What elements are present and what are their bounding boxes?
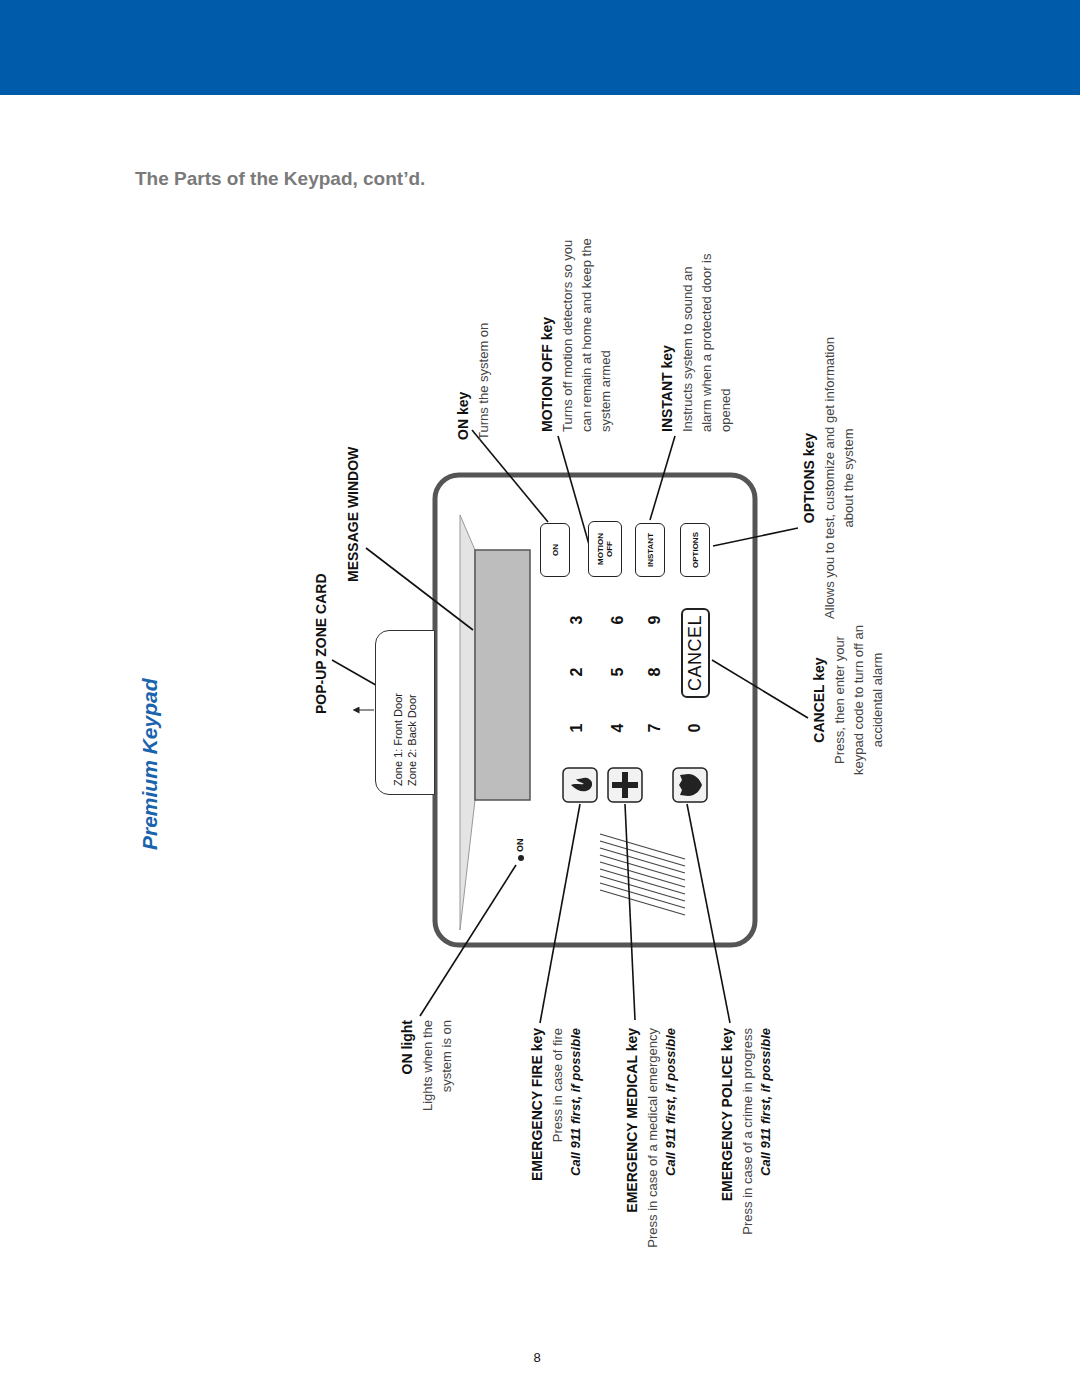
- grille-slot: [600, 862, 685, 887]
- pop-up-arrow: [356, 710, 374, 711]
- callout-description: Press in case of fire: [548, 1028, 567, 1288]
- grille-slot: [600, 869, 685, 894]
- key-number: 4: [609, 716, 627, 740]
- leader-line: [713, 528, 798, 546]
- function-key: ON: [540, 523, 570, 577]
- police-key: [673, 768, 707, 802]
- fire-key: [563, 768, 597, 802]
- key-text: Zone 1: Front Door: [391, 693, 405, 786]
- window-bevel: [460, 515, 475, 930]
- grille-slot: [600, 890, 685, 915]
- callout-note: Call 911 first, if possible: [757, 1028, 775, 1258]
- key-text: CANCEL: [685, 615, 706, 691]
- callout-label: MOTION OFF key: [538, 272, 556, 432]
- leader-line: [472, 430, 548, 522]
- callout-note: Call 911 first, if possible: [567, 1028, 585, 1258]
- callout-label: INSTANT key: [658, 302, 676, 432]
- callout-description: Press in case of a medical emergency: [643, 1028, 662, 1318]
- leader-line: [625, 804, 635, 1020]
- page-number: 8: [522, 1350, 552, 1365]
- callout-label: EMERGENCY MEDICAL key: [623, 1028, 641, 1268]
- grille-slot: [600, 841, 685, 866]
- on-light: [518, 855, 524, 861]
- zone-card: Zone 1: Front DoorZone 2: Back Door: [375, 630, 435, 795]
- callout-description: Instructs system to sound an alarm when …: [678, 252, 735, 432]
- callout-description: Lights when the system is on: [418, 1020, 456, 1130]
- grille-slot: [600, 883, 685, 908]
- callout-label: ON key: [454, 310, 472, 440]
- callout-label: EMERGENCY POLICE key: [718, 1028, 736, 1268]
- callout-description: Turns off motion detectors so you can re…: [558, 236, 615, 432]
- key-number: 6: [609, 608, 627, 632]
- key-text: OPTIONS: [691, 532, 700, 568]
- leader-line: [650, 436, 675, 520]
- callout-label: CANCEL key: [810, 635, 828, 765]
- grille-slot: [600, 876, 685, 901]
- key-text: ON: [551, 544, 560, 556]
- key-number: 7: [646, 716, 664, 740]
- function-key: MOTION OFF: [588, 521, 622, 577]
- grille-slot: [600, 855, 685, 880]
- function-key: OPTIONS: [680, 523, 710, 577]
- badge-icon: [679, 774, 702, 796]
- leader-line: [687, 804, 730, 1023]
- speaker-grille: [600, 834, 685, 915]
- function-key: INSTANT: [635, 523, 665, 577]
- rotated-diagram: Premium Keypad POP-UP ZONE CARD MESSAGE WI…: [130, 220, 890, 1320]
- key-text: Zone 2: Back Door: [405, 694, 419, 786]
- indicator-label: ON: [515, 822, 525, 852]
- flame-icon: [571, 778, 592, 791]
- keypad-housing: [435, 475, 755, 945]
- key-text: INSTANT: [646, 533, 655, 567]
- key-number: 0: [686, 716, 704, 740]
- callout-description: Press, then enter your keypad code to tu…: [830, 618, 887, 783]
- keypad-illustration: [130, 220, 890, 1320]
- leader-line: [540, 804, 580, 1023]
- key-number: 9: [646, 608, 664, 632]
- leader-line: [366, 548, 473, 630]
- callout-label: ON light: [398, 1020, 416, 1130]
- leader-lines: [332, 430, 808, 1023]
- callout-label: OPTIONS key: [800, 408, 818, 548]
- leader-line: [712, 660, 808, 718]
- callout-description: Allows you to test, customize and get in…: [820, 328, 858, 628]
- callout-description: Press in case of a crime in progress: [738, 1028, 757, 1318]
- keypad-title: Premium Keypad: [138, 610, 162, 850]
- medical-key: [608, 768, 642, 802]
- callout-note: Call 911 first, if possible: [662, 1028, 680, 1258]
- grille-slot: [600, 848, 685, 873]
- callout-description: Turns the system on: [474, 270, 493, 440]
- grille-slot: [600, 834, 685, 859]
- key-number: 8: [646, 660, 664, 684]
- message-window: [475, 550, 530, 800]
- leader-line: [420, 865, 516, 1016]
- page-title: The Parts of the Keypad, cont’d.: [135, 168, 425, 190]
- plus-icon: [622, 772, 628, 798]
- key-number: 5: [609, 660, 627, 684]
- key-number: 2: [568, 660, 586, 684]
- key-number: 3: [568, 608, 586, 632]
- key-text: MOTION OFF: [596, 524, 614, 574]
- cancel-key: CANCEL: [681, 608, 710, 698]
- key-number: 1: [568, 716, 586, 740]
- callout-label: MESSAGE WINDOW: [344, 382, 362, 582]
- callout-label: POP-UP ZONE CARD: [312, 514, 330, 714]
- callout-label: EMERGENCY FIRE key: [528, 1028, 546, 1248]
- header-bar: [0, 0, 1080, 95]
